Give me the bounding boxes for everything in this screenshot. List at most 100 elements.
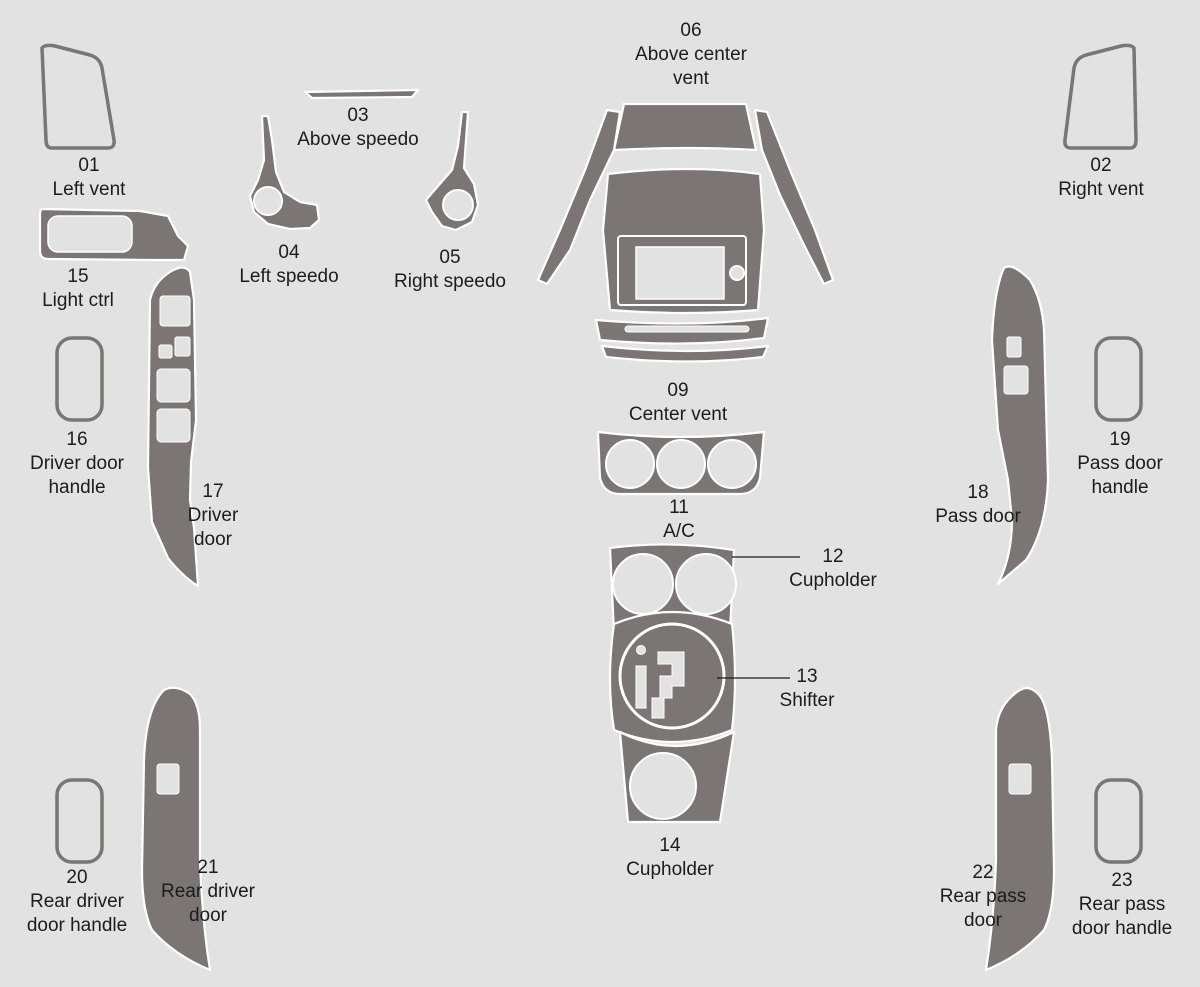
part-name-line: vent (673, 68, 709, 89)
shifter-gate-hole (635, 651, 685, 719)
part-name-line: handle (48, 477, 106, 498)
driver-door-switch-3 (158, 344, 173, 359)
part-number: 03 (347, 105, 369, 126)
center-vent-middle-hole (656, 439, 706, 489)
part-number: 04 (278, 242, 300, 263)
light-ctrl-hole (47, 215, 133, 253)
above-center-vent-slot (624, 325, 750, 333)
driver-door-switch-4 (156, 368, 191, 403)
right-speedo-gauge-hole (442, 189, 474, 221)
pass-door-piece (990, 265, 1050, 586)
part-name-line: Pass door (935, 506, 1021, 527)
rear-pass-door-handle-piece (1094, 778, 1143, 864)
cupholder-right-hole (675, 553, 737, 615)
part-number: 01 (78, 155, 100, 176)
part-name-line: Rear driver (161, 881, 255, 902)
part-name-line: Driver (187, 505, 239, 526)
part-name-line: Rear pass (1078, 894, 1166, 915)
part-number: 13 (796, 666, 818, 687)
part-name-line: Above center (635, 44, 747, 65)
center-vent-left-hole (605, 439, 655, 489)
part-number: 06 (680, 20, 702, 41)
cupholder-left-hole (612, 553, 674, 615)
part-number: 18 (967, 482, 989, 503)
part-number: 22 (972, 862, 994, 883)
part-number: 20 (66, 867, 88, 888)
part-name-line: Driver door (30, 453, 124, 474)
rear-cupholder-hole (629, 752, 697, 820)
driver-door-switch-2 (174, 336, 191, 357)
driver-door-switch-1 (159, 295, 191, 327)
part-name-line: Rear driver (30, 891, 124, 912)
right-vent-piece (1063, 43, 1138, 150)
left-speedo-gauge-hole (253, 186, 283, 216)
pass-door-switch-2 (1003, 365, 1029, 395)
part-number: 23 (1111, 870, 1133, 891)
rear-driver-door-handle-piece (55, 778, 104, 864)
part-name-line: door (193, 529, 233, 550)
part-number: 17 (202, 481, 224, 502)
part-name-line: Left speedo (239, 266, 339, 287)
part-name-line: Left vent (52, 179, 126, 200)
part-number: 12 (822, 546, 844, 567)
above-center-vent-bottom-strip (600, 344, 770, 363)
part-number: 14 (659, 835, 681, 856)
above-center-vent-top-piece (612, 102, 758, 152)
part-number: 19 (1109, 429, 1131, 450)
part-name-line: Light ctrl (42, 290, 114, 311)
driver-door-switch-5 (156, 408, 191, 443)
part-number: 16 (66, 429, 88, 450)
part-name-line: Shifter (779, 690, 835, 711)
part-name-line: A/C (663, 521, 695, 542)
part-name-line: Pass door (1077, 453, 1163, 474)
above-center-vent-right-strip (753, 108, 835, 286)
navigation-knob-hole (729, 265, 745, 281)
part-name-line: Right speedo (394, 271, 506, 292)
part-number: 09 (667, 380, 689, 401)
part-number: 21 (197, 857, 219, 878)
part-name-line: door (963, 910, 1003, 931)
part-name-line: Right vent (1058, 179, 1144, 200)
part-number: 05 (439, 247, 461, 268)
part-name-line: door handle (26, 915, 128, 936)
part-name-line: Rear pass (939, 886, 1027, 907)
center-vent-right-hole (707, 439, 757, 489)
pass-door-switch-1 (1006, 336, 1022, 358)
pass-door-handle-piece (1094, 336, 1143, 422)
rear-pass-door-switch (1008, 763, 1032, 795)
part-number: 11 (669, 497, 689, 518)
part-name-line: door (188, 905, 228, 926)
driver-door-handle-piece (55, 336, 104, 422)
part-name-line: door handle (1071, 918, 1173, 939)
part-name-line: handle (1091, 477, 1149, 498)
part-name-line: Cupholder (789, 570, 877, 591)
above-speedo-piece (303, 88, 420, 100)
part-name-line: Center vent (628, 404, 728, 425)
shifter-indicator-dot (636, 645, 646, 655)
part-number: 15 (67, 266, 89, 287)
part-number: 02 (1090, 155, 1112, 176)
part-name-line: Above speedo (297, 129, 419, 150)
navigation-screen-hole (635, 246, 725, 300)
